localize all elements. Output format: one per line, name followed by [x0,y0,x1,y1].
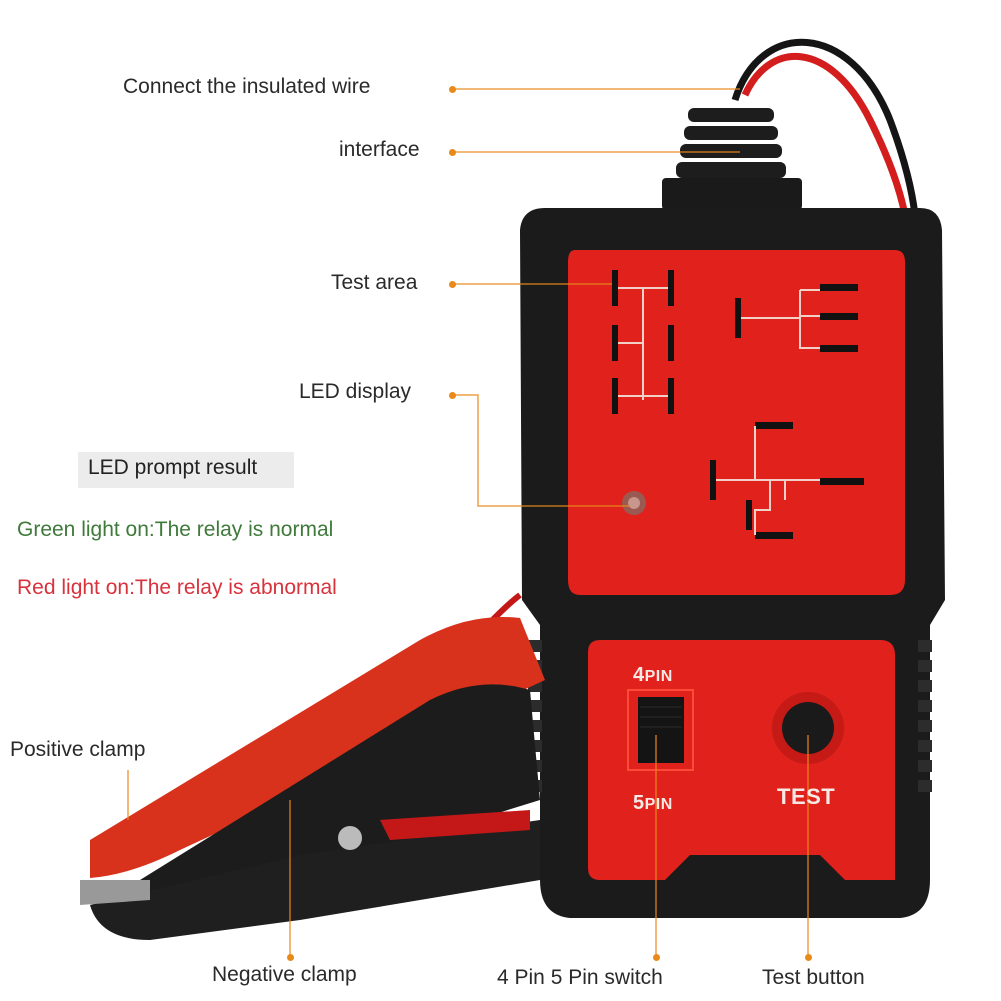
test-label: TEST [777,784,836,809]
test-button-graphic [782,702,834,754]
pin-switch [638,697,684,763]
callout-test-button: Test button [762,966,865,989]
red-light-note: Red light on:The relay is abnormal [17,576,337,599]
switch-label-5pin: 5PIN [633,792,673,814]
callout-interface: interface [339,138,420,161]
callout-test-area: Test area [331,271,418,294]
callout-dot-icon [449,392,456,399]
black-cable [731,38,919,216]
callout-dot-icon [805,954,812,961]
switch-label-4pin: 4PIN [633,664,673,686]
green-light-note: Green light on:The relay is normal [17,518,334,541]
callout-dot-icon [449,86,456,93]
callout-dot-icon [449,281,456,288]
callout-insulated-wire: Connect the insulated wire [123,75,371,98]
callout-pin-switch: 4 Pin 5 Pin switch [497,966,663,989]
callout-negative-clamp: Negative clamp [212,963,357,986]
led-prompt-title: LED prompt result [88,456,258,479]
callout-dot-icon [449,149,456,156]
red-cable [741,52,909,216]
callout-positive-clamp: Positive clamp [10,738,146,761]
led-prompt-box [78,452,294,488]
callout-dot-icon [653,954,660,961]
callout-led-display: LED display [299,380,412,403]
positive-clamp-graphic [90,616,545,878]
callout-dot-icon [287,954,294,961]
negative-clamp-graphic [90,820,540,940]
test-area-panel [568,250,905,595]
